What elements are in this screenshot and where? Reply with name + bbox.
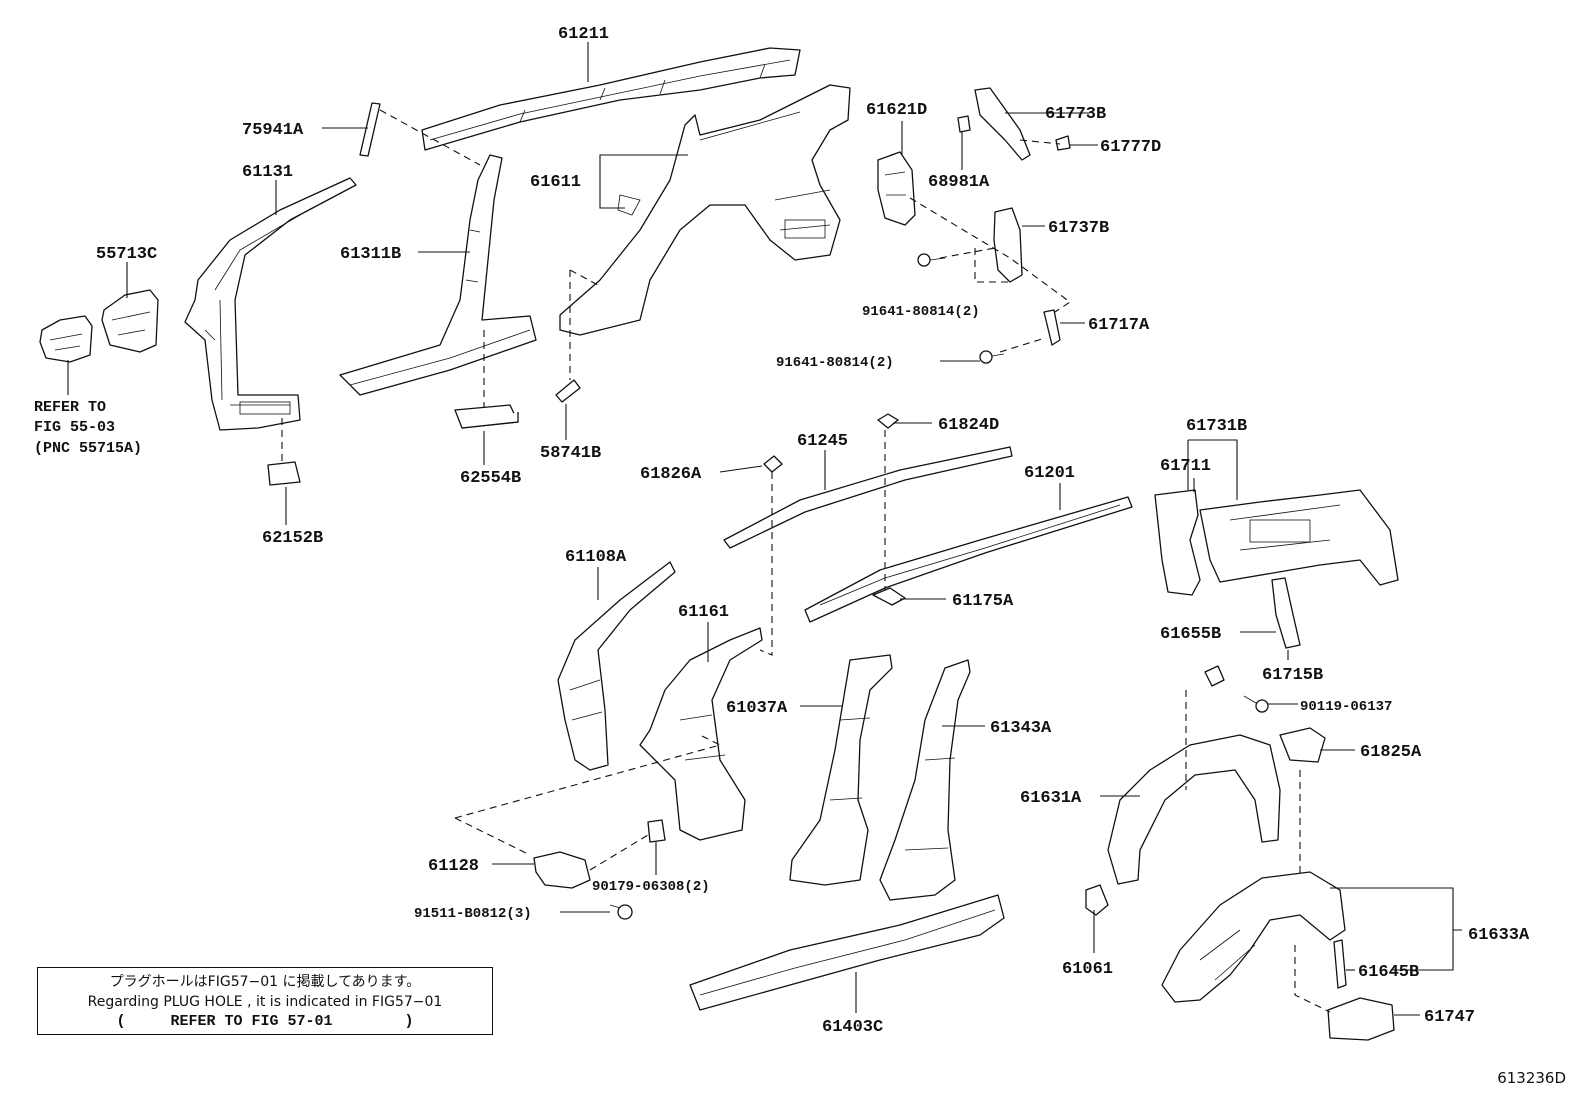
part-bolt-91641-b xyxy=(979,350,1005,364)
label-61131: 61131 xyxy=(242,163,293,182)
label-61737B: 61737B xyxy=(1048,219,1109,238)
label-62152B: 62152B xyxy=(262,529,323,548)
label-61621D: 61621D xyxy=(866,101,927,120)
label-61343A: 61343A xyxy=(990,719,1052,738)
label-61777D: 61777D xyxy=(1100,138,1161,157)
part-61773B xyxy=(974,87,1031,161)
label-91641-80814-b: 91641-80814(2) xyxy=(776,355,894,371)
label-61655B: 61655B xyxy=(1160,625,1221,644)
label-61731B: 61731B xyxy=(1186,417,1247,436)
plug-hole-note: プラグホールはFIG57−01 に掲載してあります。 Regarding PLU… xyxy=(37,967,493,1035)
label-90179-06308: 90179-06308(2) xyxy=(592,879,710,895)
note-ref-text: REFER TO FIG 57-01 xyxy=(170,1013,333,1030)
note-english: Regarding PLUG HOLE , it is indicated in… xyxy=(87,994,443,1010)
label-90119-06137: 90119-06137 xyxy=(1300,699,1392,715)
label-61201: 61201 xyxy=(1024,464,1075,483)
part-61645B xyxy=(1333,939,1347,989)
part-55713C xyxy=(101,289,159,353)
leader-lines xyxy=(67,42,1462,1016)
part-61175A xyxy=(872,587,906,606)
note-japanese: プラグホールはFIG57−01 に掲載してあります。 xyxy=(109,974,421,990)
label-61747: 61747 xyxy=(1424,1008,1475,1027)
part-61311B xyxy=(339,154,537,396)
part-61825A xyxy=(1279,727,1326,763)
part-61715B xyxy=(1271,577,1301,649)
part-61824D xyxy=(877,413,899,429)
part-61633A xyxy=(1161,871,1346,1003)
part-90119-06137 xyxy=(1243,695,1269,713)
label-68981A: 68981A xyxy=(928,173,990,192)
label-61631A: 61631A xyxy=(1020,789,1082,808)
label-91511-B0812: 91511-B0812(3) xyxy=(414,906,532,922)
label-61211: 61211 xyxy=(558,25,609,44)
part-61061 xyxy=(1085,884,1109,916)
label-58741B: 58741B xyxy=(540,444,601,463)
note-reference: ( REFER TO FIG 57-01 ) xyxy=(38,1012,492,1032)
part-61711 xyxy=(1154,489,1201,596)
label-61403C: 61403C xyxy=(822,1018,883,1037)
label-61108A: 61108A xyxy=(565,548,627,567)
part-61403C xyxy=(689,894,1005,1011)
label-61061: 61061 xyxy=(1062,960,1113,979)
part-clip-above-90119 xyxy=(1204,665,1225,687)
part-61131-front-pillar xyxy=(184,177,357,431)
part-61611-quarter-panel xyxy=(559,84,851,336)
part-61108A xyxy=(557,561,676,771)
part-61343A xyxy=(879,659,971,901)
part-61161 xyxy=(639,627,763,841)
label-91641-80814-a: 91641-80814(2) xyxy=(862,304,980,320)
part-61747 xyxy=(1327,997,1395,1041)
part-bolt-91641-a xyxy=(917,253,946,267)
refer-line1: REFER TO xyxy=(34,399,106,416)
part-75941A xyxy=(359,102,381,157)
label-61717A: 61717A xyxy=(1088,316,1150,335)
label-61824D: 61824D xyxy=(938,416,999,435)
part-61631A xyxy=(1107,734,1281,885)
label-55713C: 55713C xyxy=(96,245,157,264)
part-61737B xyxy=(993,207,1023,283)
label-61645B: 61645B xyxy=(1358,963,1419,982)
label-61825A: 61825A xyxy=(1360,743,1422,762)
refer-line3: (PNC 55715A) xyxy=(34,440,142,457)
label-61826A: 61826A xyxy=(640,465,702,484)
part-61777D-clip xyxy=(1055,135,1071,151)
part-58741B xyxy=(555,379,581,403)
label-61037A: 61037A xyxy=(726,699,788,718)
part-61245 xyxy=(723,446,1013,549)
note-ref-open: ( xyxy=(116,1013,126,1030)
label-61128: 61128 xyxy=(428,857,479,876)
label-61175A: 61175A xyxy=(952,592,1014,611)
label-61161: 61161 xyxy=(678,603,729,622)
dashed-assembly-lines xyxy=(281,109,1331,1013)
part-90179-06308 xyxy=(647,819,666,843)
part-refer-55715A xyxy=(39,315,93,363)
label-61611: 61611 xyxy=(530,173,581,192)
part-62554B xyxy=(454,404,519,429)
refer-line2: FIG 55-03 xyxy=(34,419,115,436)
part-61731B xyxy=(1199,489,1399,586)
label-61245: 61245 xyxy=(797,432,848,451)
label-61711: 61711 xyxy=(1160,457,1211,476)
label-61715B: 61715B xyxy=(1262,666,1323,685)
label-61633A: 61633A xyxy=(1468,926,1530,945)
note-ref-close: ) xyxy=(404,1013,414,1030)
part-91511-B0812 xyxy=(609,904,633,920)
part-62152B xyxy=(267,461,301,486)
part-61621D xyxy=(877,151,916,226)
part-61037A xyxy=(789,654,893,886)
label-61773B: 61773B xyxy=(1045,105,1106,124)
label-61311B: 61311B xyxy=(340,245,401,264)
label-62554B: 62554B xyxy=(460,469,521,488)
part-68981A-clip xyxy=(957,115,971,133)
part-61211-roof-rail xyxy=(421,47,801,151)
label-75941A: 75941A xyxy=(242,121,304,140)
part-61826A xyxy=(763,455,783,473)
part-61717A xyxy=(1043,309,1061,346)
figure-id: 613236D xyxy=(1497,1069,1566,1087)
part-61128 xyxy=(533,851,591,889)
part-61201 xyxy=(804,496,1133,623)
